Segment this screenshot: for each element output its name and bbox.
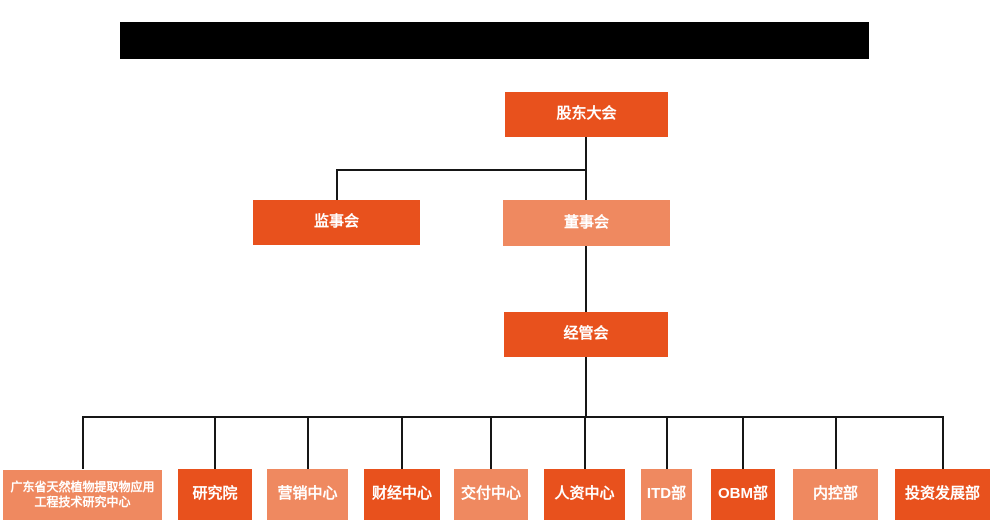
org-node-board-of-directors: 董事会 <box>503 200 670 246</box>
connector-supervisory-drop <box>336 169 338 200</box>
connector-drop-investment <box>942 416 944 469</box>
connector-drop-marketing <box>307 416 309 469</box>
connector-drop-hr <box>584 416 586 469</box>
org-node-obm-department: OBM部 <box>711 469 775 520</box>
connector-branch-horizontal <box>336 169 587 171</box>
org-node-label: OBM部 <box>718 485 768 503</box>
connector-drop-obm <box>742 416 744 469</box>
org-node-hr-center: 人资中心 <box>544 469 625 520</box>
redacted-title-bar <box>120 22 869 59</box>
connector-drop-internal-control <box>835 416 837 469</box>
org-node-label: 股东大会 <box>556 105 617 123</box>
connector-shareholders-down <box>585 137 587 200</box>
org-node-itd-department: ITD部 <box>641 469 692 520</box>
org-node-label: ITD部 <box>646 485 687 503</box>
connector-drop-gd-center <box>82 416 84 469</box>
org-node-label: 投资发展部 <box>904 485 980 503</box>
org-node-label: 监事会 <box>313 213 359 231</box>
org-node-label: 董事会 <box>563 213 609 231</box>
connector-drop-finance <box>401 416 403 469</box>
org-node-label: 经管会 <box>563 325 609 343</box>
org-node-delivery-center: 交付中心 <box>454 469 528 520</box>
org-node-marketing-center: 营销中心 <box>267 469 348 520</box>
connector-bus-horizontal <box>82 416 944 418</box>
org-node-finance-center: 财经中心 <box>364 469 440 520</box>
org-node-shareholders-meeting: 股东大会 <box>505 92 668 137</box>
org-node-investment-development-department: 投资发展部 <box>895 469 990 520</box>
connector-drop-delivery <box>490 416 492 469</box>
connector-management-bus <box>585 357 587 416</box>
org-node-research-institute: 研究院 <box>178 469 252 520</box>
org-node-label: 人资中心 <box>554 485 615 503</box>
org-node-supervisory-board: 监事会 <box>253 200 420 245</box>
org-node-label: 财经中心 <box>371 485 432 503</box>
org-node-internal-control-department: 内控部 <box>793 469 878 520</box>
org-node-label: 内控部 <box>812 485 858 503</box>
org-node-label: 交付中心 <box>460 485 521 503</box>
org-node-label: 广东省天然植物提取物应用工程技术研究中心 <box>10 480 155 509</box>
org-node-label: 研究院 <box>192 485 238 503</box>
org-node-gd-research-center: 广东省天然植物提取物应用工程技术研究中心 <box>3 470 162 520</box>
org-node-label: 营销中心 <box>277 485 338 503</box>
connector-board-management <box>585 246 587 312</box>
org-node-management-committee: 经管会 <box>504 312 668 357</box>
connector-drop-research <box>214 416 216 469</box>
connector-drop-itd <box>666 416 668 469</box>
